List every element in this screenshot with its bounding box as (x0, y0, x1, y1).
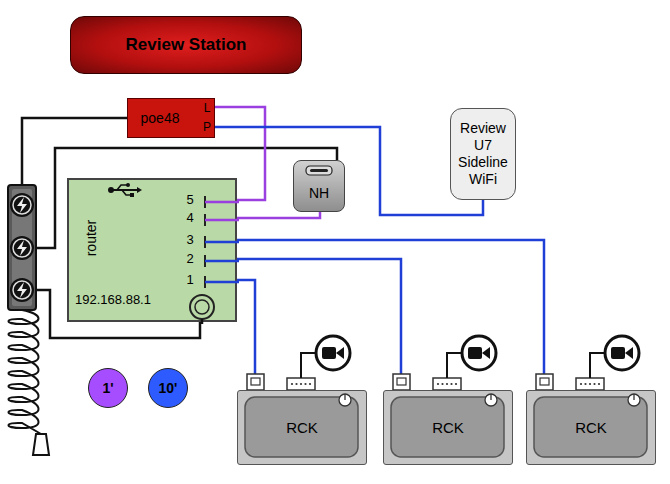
wifi-access-point-box: Review U7 Sideline WiFi (450, 108, 516, 200)
camera-icon (247, 336, 350, 390)
cable-connector (237, 240, 544, 390)
outlet-symbol (10, 193, 34, 302)
node-label: P (203, 120, 211, 134)
power-cord (22, 118, 337, 338)
nh-device-box: NH (293, 160, 345, 212)
node-label: NH (309, 185, 329, 202)
router-box: router 5 4 3 2 1 192.168.88.1 (67, 178, 237, 322)
camera-icon (536, 336, 639, 390)
port-number: 4 (186, 210, 193, 226)
title-banner: Review Station (70, 16, 302, 74)
node-label: RCK (286, 419, 318, 437)
rck-unit-box: RCK (526, 390, 656, 465)
node-label: poe48 (141, 110, 180, 127)
node-label: RCK (432, 419, 464, 437)
title-text: Review Station (126, 35, 247, 55)
poe-injector-box: poe48 LP (127, 98, 215, 138)
node-label: L (204, 101, 211, 115)
node-label: Review U7 Sideline WiFi (454, 120, 512, 187)
cable-connector (237, 259, 401, 390)
power-strip (8, 185, 36, 310)
cable-connector (215, 127, 483, 215)
legend-swatch: 10' (148, 368, 188, 408)
cable-connector (237, 212, 320, 218)
coiled-cord (9, 310, 42, 434)
legend-text: 1' (102, 380, 113, 397)
camera-icon (393, 336, 496, 390)
node-label: router (83, 220, 100, 257)
port-number: 3 (186, 232, 193, 248)
port-number: 1 (186, 272, 193, 288)
legend-text: 10' (159, 380, 178, 397)
node-label: RCK (575, 419, 607, 437)
port-number: 2 (186, 251, 193, 267)
legend-swatch: 1' (88, 368, 128, 408)
rck-unit-box: RCK (237, 390, 367, 465)
rck-unit-box: RCK (383, 390, 513, 465)
plug-symbol (33, 434, 49, 455)
node-label: 192.168.88.1 (75, 292, 151, 308)
port-number: 5 (186, 192, 193, 208)
